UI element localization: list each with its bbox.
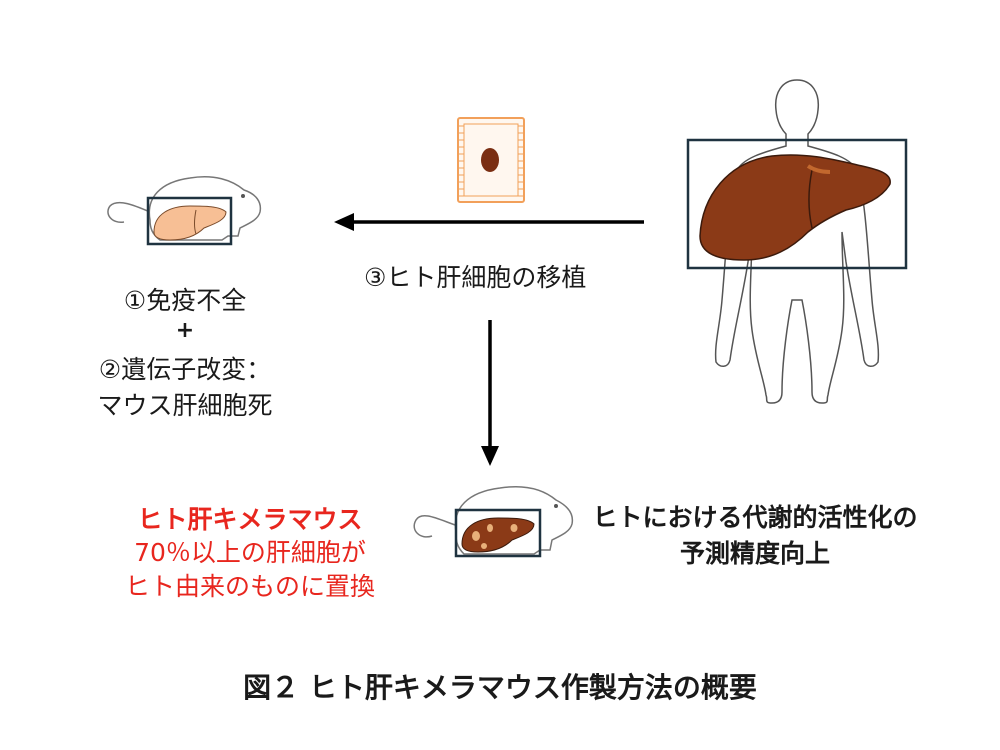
- prediction-improvement-label: ヒトにおける代謝的活性化の 予測精度向上: [560, 500, 950, 572]
- chimera-desc-line1: 70％以上の肝細胞が: [134, 538, 366, 567]
- chimera-mouse-title: ヒト肝キメラマウス: [137, 505, 363, 534]
- chimera-desc-line2: ヒト由来のものに置換: [124, 572, 375, 601]
- result-arrow: [481, 320, 499, 466]
- improvement-line2: 予測精度向上: [679, 539, 830, 568]
- transplant-label: ③ヒト肝細胞の移植: [364, 263, 587, 292]
- plus-sign: +: [175, 318, 195, 343]
- hepatocyte-cell-icon: [457, 117, 525, 203]
- chimera-mouse-description: 70％以上の肝細胞が ヒト由来のものに置換: [110, 536, 390, 604]
- mouse-liver-icon: [153, 205, 227, 241]
- human-cell-spot-icon: [481, 543, 487, 549]
- genetic-modification-line2: マウス肝細胞死: [97, 391, 273, 420]
- human-liver-icon: [699, 154, 891, 261]
- chimera-liver-box: [454, 508, 542, 558]
- genetic-modification-line1: ②遺伝子改変：: [98, 355, 272, 384]
- figure-caption: 図２ ヒト肝キメラマウス作製方法の概要: [243, 671, 757, 704]
- human-cell-spot-icon: [472, 531, 480, 541]
- genetic-modification-label: ②遺伝子改変： マウス肝細胞死: [70, 352, 300, 424]
- immunodeficient-label: ①免疫不全: [123, 286, 247, 315]
- human-cell-spot-icon: [487, 524, 493, 532]
- nucleus-icon: [481, 148, 499, 172]
- transplant-arrow: [334, 213, 644, 231]
- human-cell-spot-icon: [510, 524, 518, 532]
- human-liver-box: [686, 138, 908, 270]
- improvement-line1: ヒトにおける代謝的活性化の: [592, 503, 918, 532]
- mouse-liver-box: [146, 196, 233, 246]
